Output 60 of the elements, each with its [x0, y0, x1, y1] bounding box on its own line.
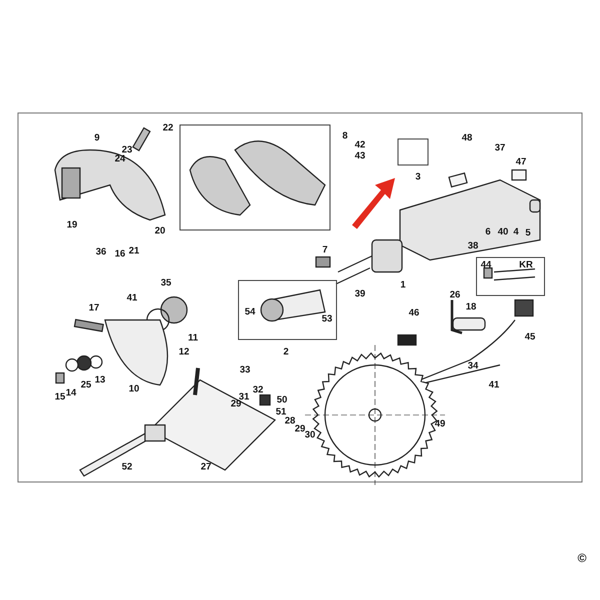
- callout-number: 37: [494, 143, 506, 153]
- callout-number: 52: [122, 462, 132, 472]
- callout-number: 20: [154, 226, 166, 236]
- callout-number: 39: [354, 289, 366, 299]
- callout-number: 42: [354, 140, 366, 150]
- callout-number: 3: [415, 172, 421, 182]
- callout-number: 22: [162, 123, 174, 133]
- callout-number: 50: [276, 395, 288, 405]
- callout-number: 15: [54, 392, 66, 402]
- callout-number: 33: [240, 365, 250, 375]
- callout-number: 24: [114, 154, 126, 164]
- callout-number: 47: [516, 157, 526, 167]
- copyright-mark: ©: [578, 552, 586, 564]
- callout-number: 21: [128, 246, 140, 256]
- callout-number: 1: [400, 280, 406, 290]
- callout-number: 6: [485, 227, 491, 237]
- callout-number: 46: [408, 308, 420, 318]
- callout-number: 7: [322, 245, 328, 255]
- callout-number: 26: [450, 290, 460, 300]
- callout-number: 45: [524, 332, 536, 342]
- callout-number: 29: [230, 399, 242, 409]
- callout-number: 43: [354, 151, 366, 161]
- callout-number: 13: [94, 375, 106, 385]
- callout-number: 41: [126, 293, 138, 303]
- callout-number: 18: [466, 302, 476, 312]
- callout-number: 27: [200, 462, 212, 472]
- callout-number: 4: [513, 227, 519, 237]
- callout-number: 48: [462, 133, 472, 143]
- callout-number: 14: [66, 388, 76, 398]
- callout-number: 38: [468, 241, 478, 251]
- part-group-frame: [238, 280, 337, 340]
- callout-number: 53: [322, 314, 332, 324]
- callout-number: 28: [284, 416, 296, 426]
- callout-number: 41: [488, 380, 500, 390]
- callout-number: 54: [244, 307, 256, 317]
- callout-number: 9: [94, 133, 100, 143]
- callout-number: 30: [304, 430, 316, 440]
- callout-number: 25: [80, 380, 92, 390]
- callout-number: 5: [525, 228, 531, 238]
- callout-number: 35: [160, 278, 172, 288]
- callout-number: 11: [188, 333, 198, 343]
- callout-number: 2: [283, 347, 289, 357]
- callout-number: 23: [122, 145, 132, 155]
- callout-number: 12: [178, 347, 190, 357]
- callout-number: 36: [96, 247, 106, 257]
- callout-number: 32: [252, 385, 264, 395]
- callout-number: 19: [66, 220, 78, 230]
- callout-number: 17: [88, 303, 100, 313]
- callout-number: KR: [519, 260, 533, 270]
- callout-number: 8: [342, 131, 348, 141]
- callout-number: 10: [128, 384, 140, 394]
- callout-number: 44: [480, 260, 492, 270]
- callout-number: 16: [114, 249, 126, 259]
- callout-number: 51: [276, 407, 286, 417]
- callout-number: 40: [498, 227, 508, 237]
- callout-number: 31: [238, 392, 250, 402]
- callout-number: 49: [434, 419, 446, 429]
- part-group-frame: [476, 257, 545, 296]
- callout-number: 29: [294, 424, 306, 434]
- callout-number: 34: [468, 361, 478, 371]
